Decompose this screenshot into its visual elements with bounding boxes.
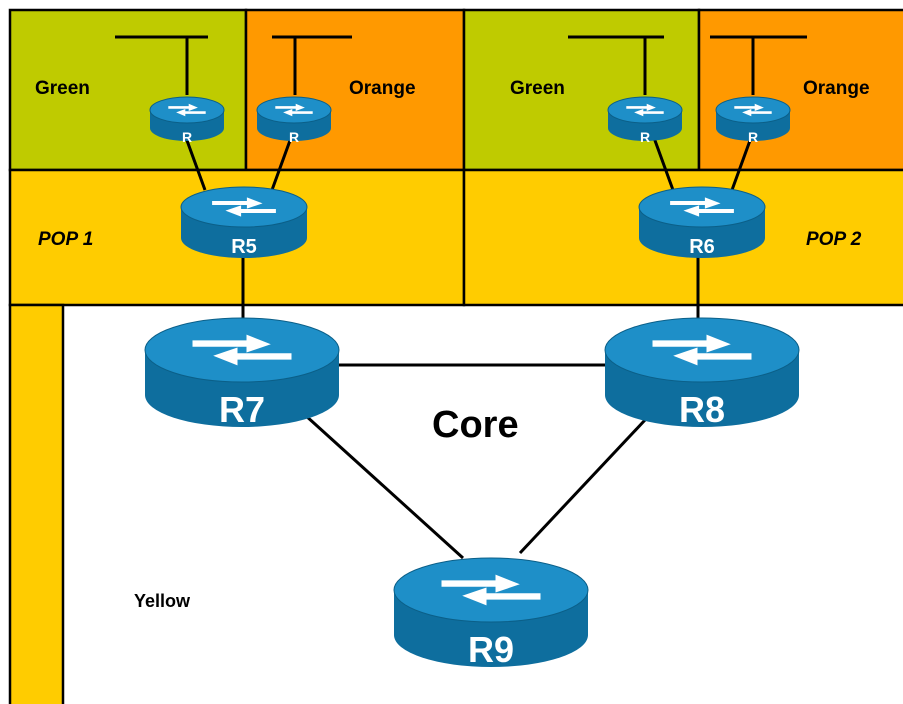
- links: [183, 134, 754, 560]
- router-r7: R7: [144, 317, 340, 430]
- router-r8: R8: [604, 317, 800, 430]
- router-r8-label: R8: [679, 389, 725, 430]
- lan-segments: [115, 35, 807, 95]
- ce-router-green-2: R: [607, 96, 683, 145]
- pop-2-label: POP 2: [806, 229, 862, 250]
- pop-1-label: POP 1: [38, 229, 94, 250]
- ce-router-green-2-label: R: [640, 129, 650, 145]
- ce-router-orange-2: R: [715, 96, 791, 145]
- router-r6: R6: [638, 186, 766, 258]
- green-region-2: [462, 8, 701, 172]
- green-label-1: Green: [35, 78, 90, 99]
- green-label-2: Green: [510, 78, 565, 99]
- router-r6-label: R6: [689, 236, 715, 258]
- router-r9-label: R9: [468, 629, 514, 670]
- ce-router-green-1: R: [149, 96, 225, 145]
- orange-region-2: [697, 8, 903, 172]
- ce-router-orange-2-label: R: [748, 129, 758, 145]
- orange-label-1: Orange: [349, 78, 416, 99]
- router-r7-label: R7: [219, 389, 265, 430]
- ce-router-orange-1: R: [256, 96, 332, 145]
- router-r9: R9: [393, 557, 589, 670]
- orange-label-2: Orange: [803, 78, 870, 99]
- ce-router-green-1-label: R: [182, 129, 192, 145]
- core-label: Core: [432, 404, 519, 446]
- router-r5: R5: [180, 186, 308, 258]
- yellow-bar: [8, 303, 65, 704]
- ce-router-orange-1-label: R: [289, 129, 299, 145]
- yellow-label: Yellow: [134, 591, 191, 611]
- router-r5-label: R5: [231, 236, 257, 258]
